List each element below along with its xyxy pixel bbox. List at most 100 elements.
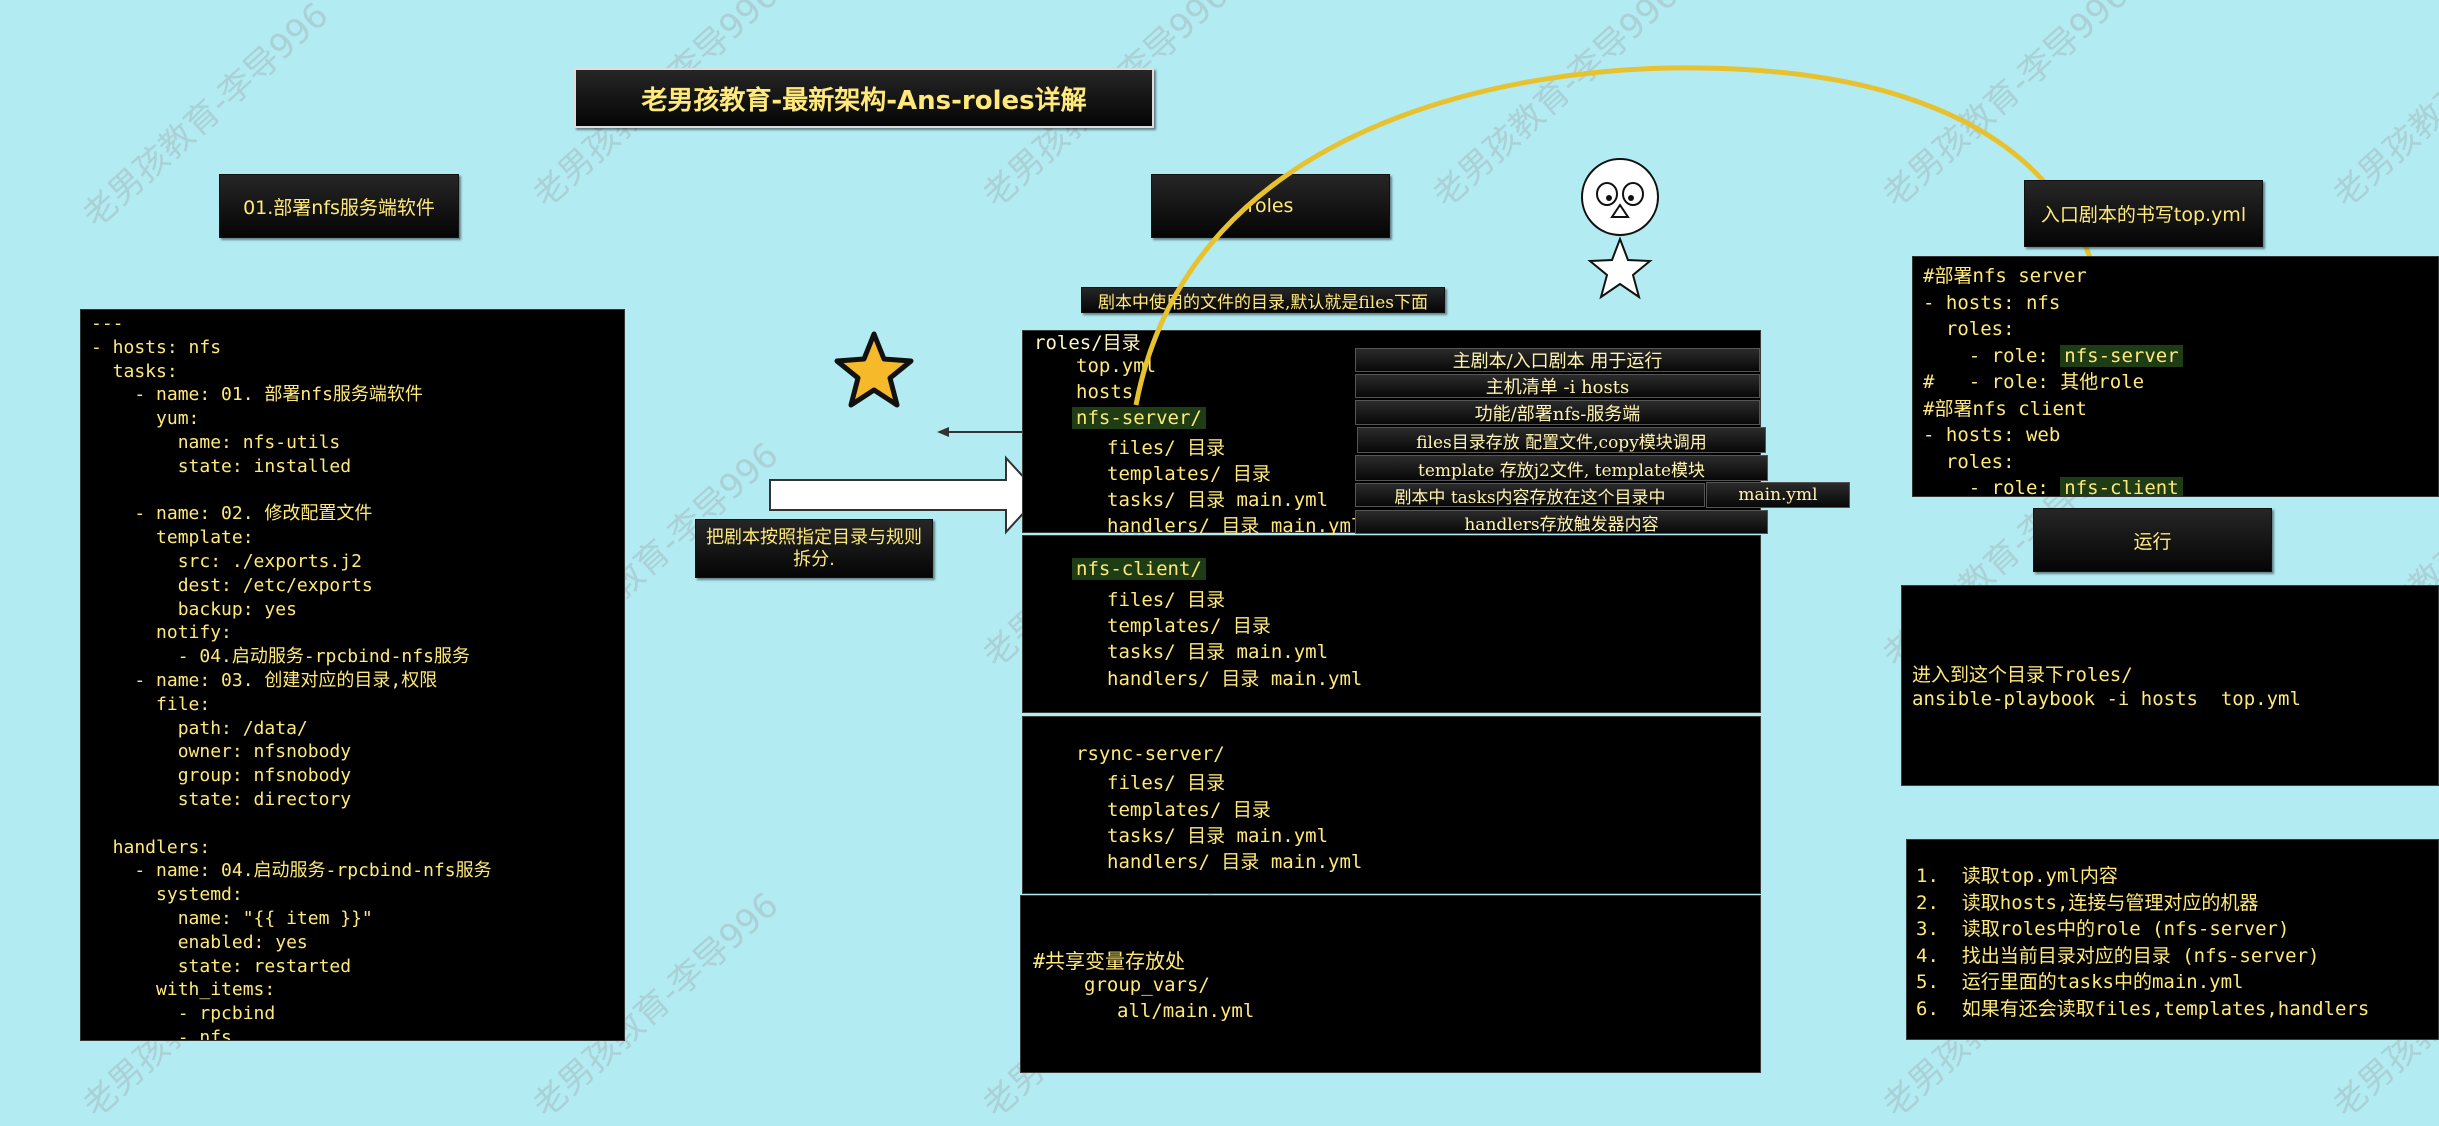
section-label-deploy-nfs: 01.部署nfs服务端软件 bbox=[219, 174, 459, 238]
code-line: dest: /etc/exports bbox=[91, 574, 373, 596]
page-title: 老男孩教育-最新架构-Ans-roles详解 bbox=[574, 68, 1154, 128]
code-line: - 04.启动服务-rpcbind-nfs服务 bbox=[91, 646, 470, 668]
tree-files: files/ 目录 bbox=[1107, 437, 1226, 459]
top-yml-line-text: #部署nfs server bbox=[1923, 265, 2087, 287]
top-yml-line-text: roles: bbox=[1923, 318, 2015, 340]
run-command: ansible-playbook -i hosts top.yml bbox=[1912, 688, 2301, 710]
tree2-handlers: handlers/ 目录 main.yml bbox=[1107, 668, 1363, 690]
note-mainyml: main.yml bbox=[1706, 482, 1850, 508]
shared-vars-panel bbox=[1020, 895, 1761, 1073]
code-line: enabled: yes bbox=[91, 931, 308, 953]
top-yml-role-name: nfs-server bbox=[2060, 344, 2183, 367]
code-line: - hosts: nfs bbox=[91, 336, 222, 358]
star-icon bbox=[834, 331, 914, 408]
tree-templates: templates/ 目录 bbox=[1107, 463, 1271, 485]
tree3-tasks: tasks/ 目录 main.yml bbox=[1107, 825, 1329, 847]
code-line: state: directory bbox=[91, 788, 352, 810]
files-dir-note: 剧本中使用的文件的目录,默认就是files下面 bbox=[1081, 287, 1445, 313]
code-line: tasks: bbox=[91, 360, 178, 382]
top-yml-line-text: - hosts: web bbox=[1923, 424, 2061, 446]
top-yml-line-text: - role: bbox=[1923, 477, 2061, 497]
shared-vars-comment: #共享变量存放处 bbox=[1033, 949, 1186, 973]
top-yml-line: - hosts: web bbox=[1923, 422, 2428, 449]
code-line: path: /data/ bbox=[91, 717, 308, 739]
tree-tasks: tasks/ 目录 main.yml bbox=[1107, 489, 1329, 511]
tree-hosts: hosts bbox=[1076, 381, 1134, 403]
note-templates-dir: template 存放j2文件, template模块 bbox=[1355, 455, 1768, 481]
note-tasks-dir: 剧本中 tasks内容存放在这个目录中 bbox=[1355, 483, 1705, 508]
tree-role-nfs-client: nfs-client/ bbox=[1072, 558, 1206, 580]
code-line: notify: bbox=[91, 622, 232, 644]
tree-handlers: handlers/ 目录 main.yml bbox=[1107, 515, 1363, 537]
code-line: owner: nfsnobody bbox=[91, 741, 352, 763]
code-line: - rpcbind bbox=[91, 1003, 276, 1025]
code-line: - name: 03. 创建对应的目录,权限 bbox=[91, 669, 438, 691]
code-line: - name: 02. 修改配置文件 bbox=[91, 503, 373, 525]
code-line: name: nfs-utils bbox=[91, 431, 341, 453]
code-line: src: ./exports.j2 bbox=[91, 550, 362, 572]
top-yml-line: - role: nfs-client bbox=[1923, 475, 2428, 497]
split-rule-label: 把剧本按照指定目录与规则拆分. bbox=[695, 519, 933, 578]
execution-step: 1. 读取top.yml内容 bbox=[1916, 865, 2118, 887]
shared-vars-dir: group_vars/ bbox=[1084, 974, 1210, 996]
top-yml-line: # - role: 其他role bbox=[1923, 369, 2428, 396]
run-line-1: 进入到这个目录下roles/ bbox=[1912, 664, 2133, 686]
run-label: 运行 bbox=[2033, 508, 2272, 572]
watermark: 老男孩教育-李导996 bbox=[2325, 0, 2439, 216]
run-command-panel bbox=[1901, 585, 2439, 786]
tree-root: roles/目录 bbox=[1034, 332, 1141, 354]
tree-top-yml: top.yml bbox=[1076, 355, 1157, 377]
code-line: backup: yes bbox=[91, 598, 297, 620]
top-yml-line-text: - hosts: nfs bbox=[1923, 291, 2061, 314]
code-line: file: bbox=[91, 693, 211, 715]
note-handlers-dir: handlers存放触发器内容 bbox=[1355, 510, 1768, 535]
code-line bbox=[91, 479, 614, 503]
note-inventory: 主机清单 -i hosts bbox=[1355, 374, 1760, 398]
tree2-templates: templates/ 目录 bbox=[1107, 615, 1271, 637]
execution-steps-panel bbox=[1906, 839, 2439, 1040]
top-yml-role-name: nfs-client bbox=[2060, 477, 2183, 496]
code-line bbox=[91, 812, 614, 836]
tree2-tasks: tasks/ 目录 main.yml bbox=[1107, 641, 1329, 663]
top-yml-line: - hosts: nfs bbox=[1923, 290, 2428, 317]
entry-playbook-label: 入口剧本的书写top.yml bbox=[2024, 180, 2263, 247]
code-line: - nfs bbox=[91, 1026, 232, 1041]
note-files-dir: files目录存放 配置文件,copy模块调用 bbox=[1357, 427, 1766, 453]
top-yml-line-text: roles: bbox=[1923, 450, 2015, 473]
execution-step: 2. 读取hosts,连接与管理对应的机器 bbox=[1916, 891, 2259, 914]
top-yml-line: - role: nfs-server bbox=[1923, 343, 2428, 370]
code-line: - name: 04.启动服务-rpcbind-nfs服务 bbox=[91, 860, 492, 882]
top-yml-line-text: #部署nfs client bbox=[1923, 397, 2087, 420]
code-line: - name: 01. 部署nfs服务端软件 bbox=[91, 384, 423, 406]
top-yml-line-text: # - role: 其他role bbox=[1923, 371, 2145, 393]
execution-step: 5. 运行里面的tasks中的main.yml bbox=[1916, 971, 2244, 993]
top-yml-line: #部署nfs client bbox=[1923, 396, 2428, 423]
tree-role-nfs-server: nfs-server/ bbox=[1072, 407, 1206, 429]
top-yml-code: #部署nfs server - hosts: nfs roles: - role:… bbox=[1912, 256, 2439, 497]
code-line: template: bbox=[91, 527, 254, 549]
code-line: name: "{{ item }}" bbox=[91, 907, 373, 929]
code-line: handlers: bbox=[91, 836, 211, 858]
mascot-icon bbox=[1581, 158, 1659, 300]
execution-step: 6. 如果有还会读取files,templates,handlers bbox=[1916, 997, 2370, 1020]
code-line: yum: bbox=[91, 408, 200, 430]
code-line: systemd: bbox=[91, 884, 243, 906]
rsync-server-panel bbox=[1022, 716, 1761, 894]
big-arrow-right-icon bbox=[769, 455, 1042, 535]
code-line: state: installed bbox=[91, 455, 352, 477]
top-yml-line-text: - role: bbox=[1923, 344, 2061, 367]
execution-steps-list: 1. 读取top.yml内容 2. 读取hosts,连接与管理对应的机器 3. 读取… bbox=[1916, 861, 2369, 1020]
tree3-files: files/ 目录 bbox=[1107, 772, 1226, 794]
tree-role-rsync-server: rsync-server/ bbox=[1076, 743, 1225, 765]
note-entry-playbook: 主剧本/入口剧本 用于运行 bbox=[1355, 348, 1760, 372]
execution-step: 4. 找出当前目录对应的目录 (nfs-server) bbox=[1916, 944, 2320, 967]
arrow-left-icon bbox=[937, 427, 1023, 437]
code-line: --- bbox=[91, 313, 124, 334]
nfs-playbook-code: ---- hosts: nfs tasks: - name: 01. 部署nfs… bbox=[80, 309, 625, 1041]
shared-vars-file: all/main.yml bbox=[1117, 1000, 1255, 1022]
tree3-handlers: handlers/ 目录 main.yml bbox=[1107, 851, 1363, 873]
code-line: group: nfsnobody bbox=[91, 765, 352, 787]
top-yml-line: roles: bbox=[1923, 449, 2428, 476]
execution-step: 3. 读取roles中的role (nfs-server) bbox=[1916, 918, 2290, 940]
tree3-templates: templates/ 目录 bbox=[1107, 799, 1271, 821]
